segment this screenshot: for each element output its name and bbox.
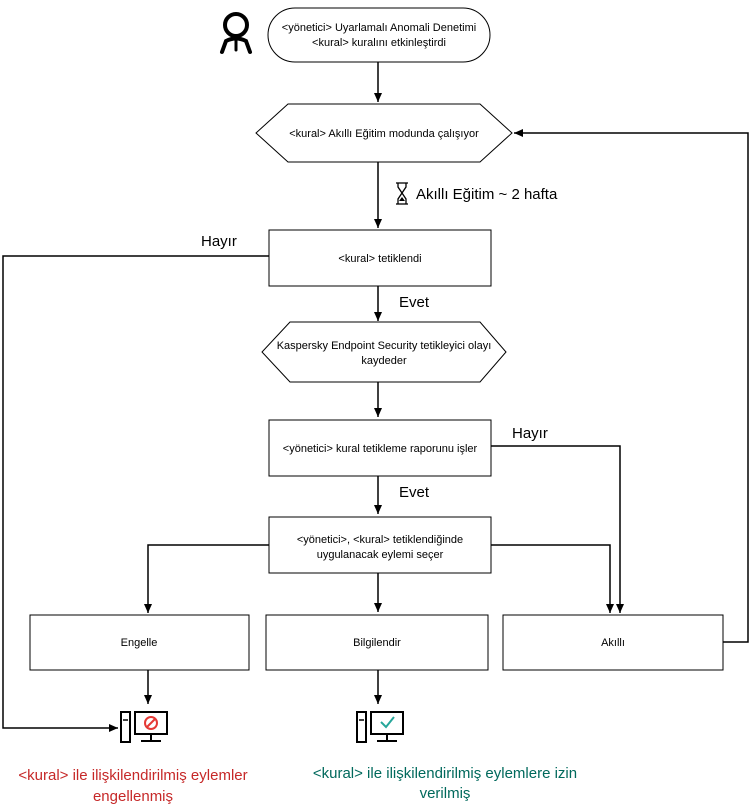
user-icon (220, 12, 252, 54)
report-node: <yönetici> kural tetikleme raporunu işle… (268, 419, 492, 477)
start-node-line1: <yönetici> Uyarlamalı Anomali Denetimi (282, 22, 476, 34)
block-node: Engelle (29, 614, 250, 671)
edge-yes-label-2: Evet (399, 484, 430, 501)
notify-node: Bilgilendir (265, 614, 489, 671)
report-label: <yönetici> kural tetikleme raporunu işle… (283, 443, 478, 455)
log-event-line1: Kaspersky Endpoint Security tetikleyici … (277, 340, 492, 352)
notify-label: Bilgilendir (353, 637, 401, 649)
allowed-outcome-line2: verilmiş (420, 785, 471, 802)
edge-smart-loop-back (514, 129, 749, 643)
blocked-outcome-line2: engellenmiş (93, 788, 173, 805)
training-duration-label: Akıllı Eğitim ~ 2 hafta (416, 186, 558, 203)
computer-allowed-icon (356, 711, 404, 743)
edge-yes-label-1: Evet (399, 294, 430, 311)
start-node-line2: <kural> kuralını etkinleştirdi (312, 37, 446, 49)
blocked-outcome-line1: <kural> ile ilişkilendirilmiş eylemler (18, 767, 247, 784)
smart-mode-node: <kural> Akıllı Eğitim modunda çalışıyor (255, 103, 513, 163)
log-event-line2: kaydeder (361, 355, 407, 367)
choose-action-line2: uygulanacak eylemi seçer (317, 549, 444, 561)
smart-action-label: Akıllı (601, 637, 625, 649)
log-event-node: Kaspersky Endpoint Security tetikleyici … (261, 321, 507, 383)
edge-choose-to-block (144, 544, 269, 613)
allowed-outcome-line1: <kural> ile ilişkilendirilmiş eylemlere … (313, 765, 577, 782)
blocked-outcome: <kural> ile ilişkilendirilmiş eylemler e… (18, 767, 247, 805)
edge-no-label-1: Hayır (201, 233, 237, 250)
edge-triggered-no (2, 255, 269, 732)
triggered-label: <kural> tetiklendi (338, 253, 421, 265)
edge-report-no (491, 445, 624, 613)
allowed-outcome: <kural> ile ilişkilendirilmiş eylemlere … (313, 765, 577, 802)
block-label: Engelle (121, 637, 158, 649)
edge-no-label-2: Hayır (512, 425, 548, 442)
computer-blocked-icon (120, 711, 168, 743)
smart-mode-label: <kural> Akıllı Eğitim modunda çalışıyor (289, 128, 479, 140)
choose-action-node: <yönetici>, <kural> tetiklendiğinde uygu… (268, 516, 492, 574)
edge-choose-to-smart (491, 544, 614, 613)
smart-action-node: Akıllı (502, 614, 724, 671)
start-node: <yönetici> Uyarlamalı Anomali Denetimi <… (267, 7, 491, 63)
hourglass-icon (396, 182, 408, 205)
triggered-node: <kural> tetiklendi (268, 229, 492, 287)
choose-action-line1: <yönetici>, <kural> tetiklendiğinde (297, 534, 463, 546)
